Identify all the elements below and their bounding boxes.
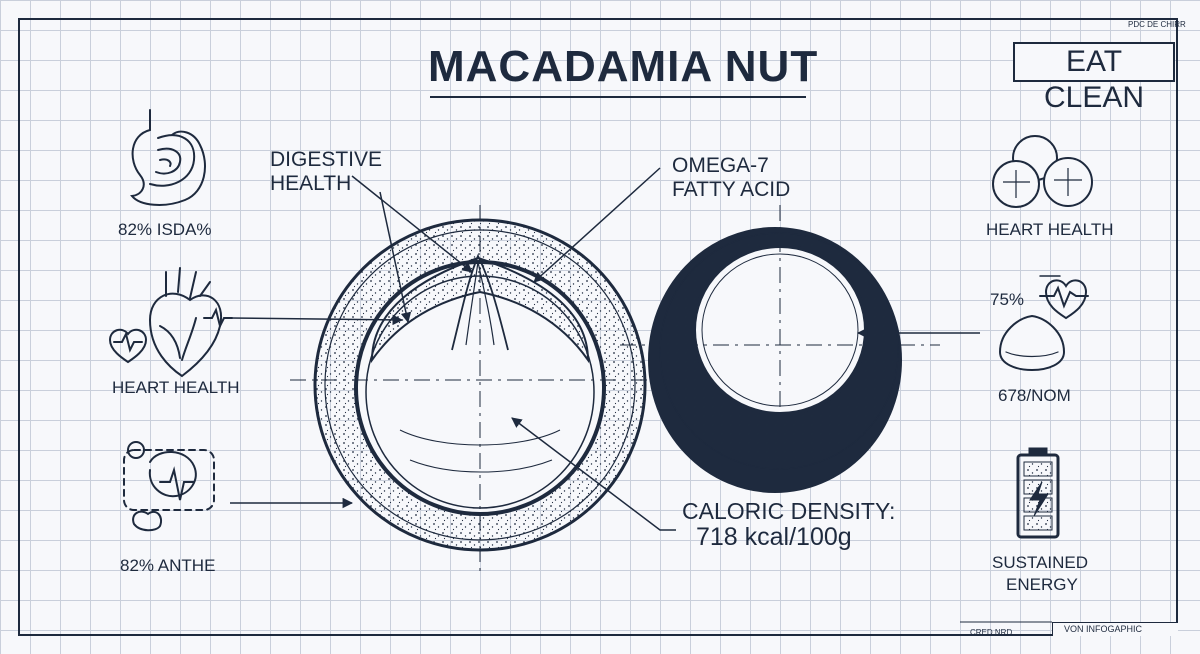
callout-omega-7: OMEGA-7 FATTY ACID [672,154,790,202]
caloric-line-2: 718 kcal/100g [696,523,852,551]
nut-cross-section-left [313,218,647,552]
callout-arrows [229,167,980,531]
footer-label: VON INFOGAPHIC [1064,624,1143,634]
battery-energy-icon [1016,447,1060,539]
digestion-icon [123,441,215,532]
right-item-3-line-1: SUSTAINED [992,553,1089,572]
eat-clean-badge: EAT CLEAN [1013,42,1175,114]
callout-caloric-density: CALORIC DENSITY: 718 kcal/100g [682,498,895,550]
page-title: MACADAMIA NUT [428,42,819,91]
blueprint-frame [18,18,1178,636]
macadamia-nuts-icon [992,135,1093,208]
heartbeat-icon [998,275,1089,372]
footer-small-code: CRED NRD [970,628,1013,637]
callout-digestive-line-2: HEALTH [270,172,352,195]
callout-digestive-health: DIGESTIVE HEALTH [270,148,382,196]
title-underline [430,96,806,98]
right-item-3-line-2: ENERGY [1006,575,1078,594]
center-lines [290,205,940,575]
left-item-2-label: HEART HEALTH [112,378,240,397]
corner-note: PDC DE CHIRR [1128,20,1186,29]
right-item-2-value: 678/NOM [998,386,1071,405]
right-item-1-label: HEART HEALTH [986,220,1114,239]
nut-whole-right [648,227,902,493]
caloric-line-1: CALORIC DENSITY: [682,498,896,524]
left-item-1-label: 82% ISDA% [118,220,212,239]
right-item-3-label: SUSTAINED ENERGY [992,552,1088,596]
left-item-3-label: 82% ANTHE [120,556,216,575]
anatomical-heart-icon [108,267,233,378]
callout-digestive-line-1: DIGESTIVE [270,148,383,171]
footer-label-box [1052,622,1178,636]
stomach-icon [130,109,206,206]
callout-omega-line-2: FATTY ACID [672,178,791,201]
callout-omega-line-1: OMEGA-7 [672,154,769,177]
right-item-2-percent: 75% [990,290,1025,309]
